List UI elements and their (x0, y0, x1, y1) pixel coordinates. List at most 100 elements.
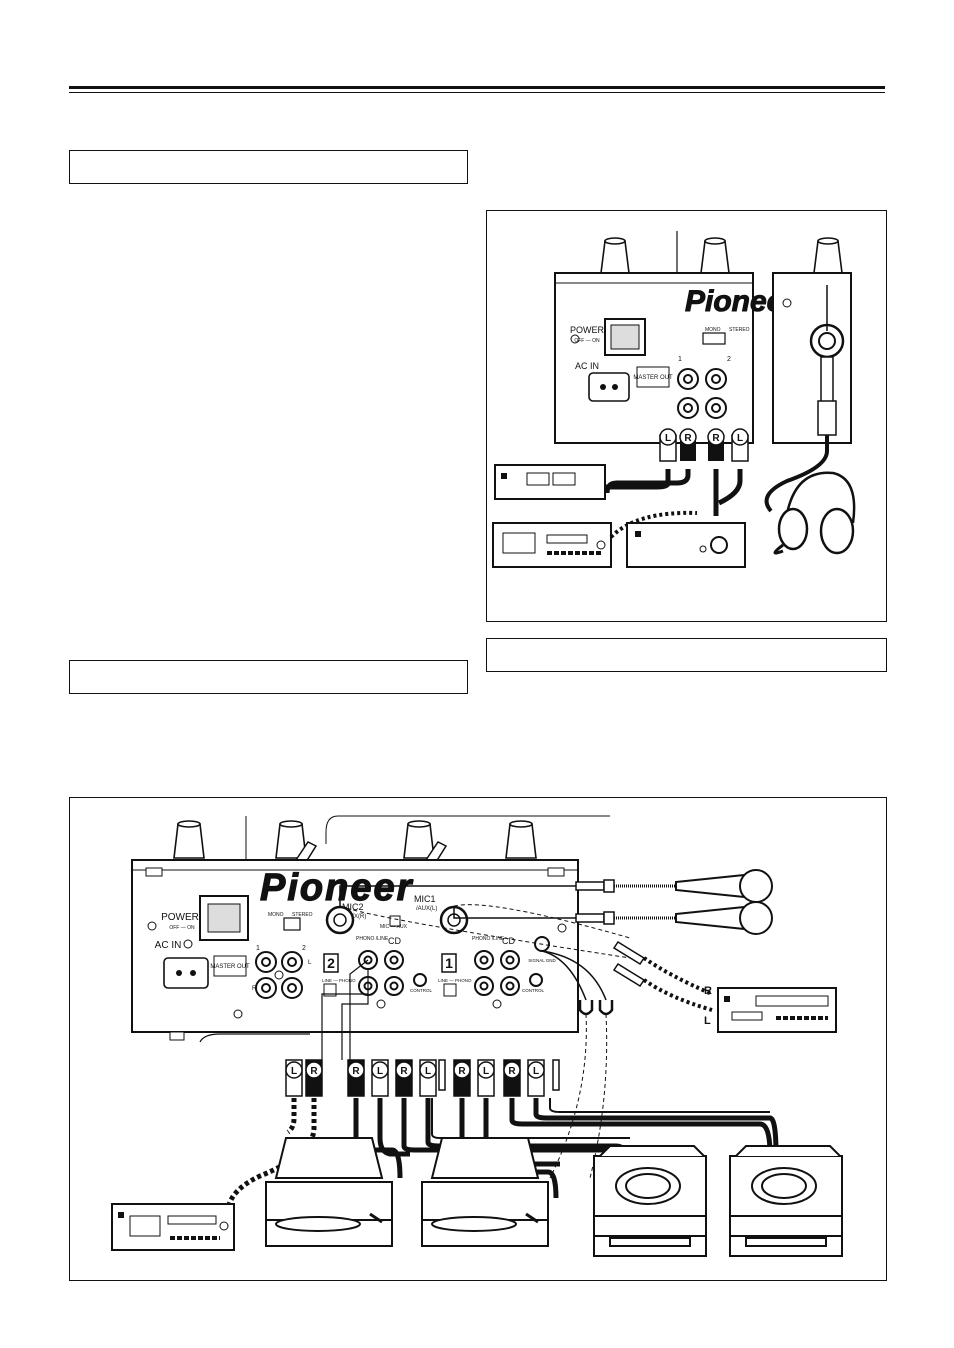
cdj-player-device (729, 1145, 843, 1257)
cd-player-r-label: R (704, 985, 712, 997)
ch1-control-label: CONTROL (522, 988, 544, 993)
brand-logo: Pioneer (260, 867, 414, 909)
power-states-label: OFF — ON (169, 925, 195, 931)
plug-label-l: L (737, 433, 743, 444)
ground-screw-icon (557, 923, 567, 933)
ac-in-label: AC IN (155, 940, 182, 951)
output-l-label: L (308, 960, 312, 966)
master-out-label: MASTER OUT (633, 375, 673, 381)
microphone-icon (675, 869, 773, 935)
power-states-label: OFF — ON (574, 338, 600, 344)
channel-1-number: 1 (445, 955, 453, 971)
ch1-line-phono-switch[interactable] (443, 983, 457, 997)
ch1-cd-label: CD (502, 936, 515, 946)
channel-2-number: 2 (327, 955, 335, 971)
plug-label-l: L (665, 433, 671, 444)
rca-plug-icon (305, 1061, 323, 1079)
plug-label-l: L (377, 1066, 383, 1077)
ground-screw-icon (183, 939, 193, 949)
mono-stereo-switch[interactable] (702, 332, 726, 345)
ground-screw-icon (274, 970, 284, 980)
mono-label: MONO (705, 327, 721, 333)
rca-plug-icon (503, 1061, 521, 1079)
amplifier-device (494, 464, 606, 500)
ch2-line-phono-label: LINE — PHONO (322, 978, 356, 983)
ground-screw-icon (782, 298, 792, 308)
plug-label-r: R (712, 433, 720, 444)
header-rule-thick (69, 86, 885, 89)
rca-plug-icon (285, 1061, 303, 1079)
ch1-line-phono-label: LINE — PHONO (438, 978, 472, 983)
plug-label-r: R (508, 1066, 516, 1077)
knob-icon (600, 237, 843, 274)
ground-screw-icon (492, 999, 502, 1009)
plug-label-r: R (458, 1066, 466, 1077)
mono-stereo-switch[interactable] (283, 917, 301, 931)
mic-plug-icon (575, 879, 615, 925)
integrated-amplifier-device (626, 522, 746, 568)
ch1-input-jacks[interactable] (474, 950, 543, 996)
ac-inlet[interactable] (588, 372, 630, 402)
master-out-label: MASTER OUT (210, 964, 250, 970)
mic-aux-switch[interactable] (389, 915, 401, 927)
ground-screw-icon (233, 1009, 243, 1019)
ground-screw-icon (570, 334, 580, 344)
power-label: POWER (161, 912, 199, 923)
rca-plug-icon (527, 1061, 545, 1079)
mixer-side-panel (772, 272, 852, 444)
section-heading-box-1 (69, 150, 468, 184)
section-heading-box-2 (69, 660, 468, 694)
headphones-icon (777, 471, 856, 555)
output-2-label: 2 (727, 356, 731, 363)
master-out-jacks[interactable] (677, 368, 727, 419)
output-1-label: 1 (678, 356, 682, 363)
plug-label-l: L (425, 1066, 431, 1077)
plug-label-l: L (483, 1066, 489, 1077)
cd-player-device (717, 987, 837, 1033)
plug-label-r: R (684, 433, 692, 444)
rca-plug-icon (347, 1061, 365, 1079)
input-connections-diagram: Pioneer POWER OFF — ON AC IN MASTER OUT … (111, 815, 843, 1257)
mic-aux-label: MIC — AUX (380, 924, 408, 930)
output-1-label: 1 (256, 945, 260, 952)
rca-plug-icon (419, 1061, 437, 1079)
ac-inlet[interactable] (163, 957, 209, 989)
mic-plug-icon (612, 940, 646, 988)
rca-plug-icon (659, 428, 749, 462)
header-rule-thin (69, 92, 885, 93)
plug-label-r: R (352, 1066, 360, 1077)
stereo-label: STEREO (292, 912, 313, 918)
plug-label-r: R (400, 1066, 408, 1077)
signal-gnd-label: SIGNAL GND (528, 958, 556, 963)
ch2-line-phono-switch[interactable] (323, 983, 337, 997)
mic2-label: MIC2 (342, 902, 364, 912)
rca-plug-icon (395, 1061, 413, 1079)
cdj-player-device (593, 1145, 707, 1257)
master-out-jacks[interactable] (255, 951, 303, 999)
output-r-label: R (252, 986, 257, 992)
turntable-device (421, 1137, 549, 1247)
ch2-cd-label: CD (388, 936, 401, 946)
rca-plug-icon (477, 1061, 495, 1079)
ac-in-label: AC IN (575, 361, 599, 371)
mic1-label: MIC1 (414, 894, 436, 904)
plug-label-r: R (310, 1066, 318, 1077)
plug-label-l: L (291, 1066, 297, 1077)
knob-icon (173, 820, 537, 859)
mono-label: MONO (268, 912, 284, 918)
control-plug-icon (552, 1059, 560, 1091)
stereo-label: STEREO (729, 327, 750, 333)
ch1-phono-line-label: PHONO /LINE (472, 936, 505, 942)
power-label: POWER (570, 325, 605, 335)
mic2-sub-label: /AUX(R) (344, 914, 366, 920)
ground-screw-icon (147, 921, 157, 931)
cd-player-l-label: L (704, 1015, 711, 1027)
turntable-device (265, 1137, 393, 1247)
mixer-rear-panel (131, 859, 579, 1033)
rca-plug-icon (453, 1061, 471, 1079)
ch2-control-label: CONTROL (410, 988, 432, 993)
output-2-label: 2 (302, 945, 306, 952)
rca-plug-icon (371, 1061, 389, 1079)
plug-label-l: L (533, 1066, 539, 1077)
ground-terminal-icon (578, 1000, 614, 1016)
